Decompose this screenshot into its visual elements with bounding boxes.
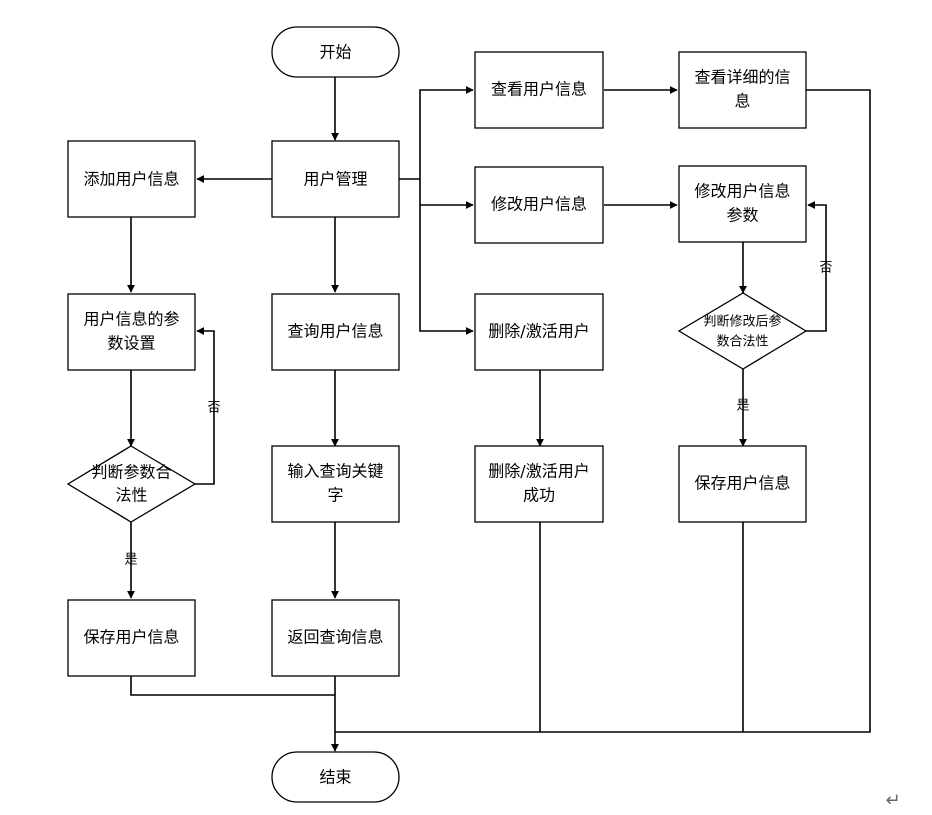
end-node: 结束 — [271, 751, 400, 803]
edge-user-mgmt-to-modify — [419, 179, 474, 209]
judge-right-node: 判断修改后参 数合法性 — [677, 292, 808, 370]
return-query-label: 返回查询信息 — [287, 628, 383, 647]
start-label: 开始 — [319, 43, 351, 62]
param-set-label-line1: 用户信息的参 — [83, 310, 179, 329]
start-node: 开始 — [271, 26, 400, 78]
modify-params-label-line1: 修改用户信息 — [694, 182, 790, 201]
edge-user-mgmt-to-delete — [419, 205, 474, 335]
param-set-label-line2: 数设置 — [107, 334, 155, 353]
edge-user-mgmt-to-view — [399, 86, 474, 180]
delete-activate-node: 删除/激活用户 — [474, 293, 604, 371]
view-detail-node: 查看详细的信 息 — [678, 51, 807, 129]
save-right-node: 保存用户信息 — [678, 445, 807, 523]
query-user-label: 查询用户信息 — [287, 322, 383, 341]
save-right-label: 保存用户信息 — [694, 474, 790, 493]
delete-success-node: 删除/激活用户 成功 — [474, 445, 604, 523]
judge-left-no-label: 否 — [207, 401, 220, 416]
modify-user-label: 修改用户信息 — [491, 195, 587, 214]
modify-params-node: 修改用户信息 参数 — [678, 165, 807, 243]
delete-success-label-line1: 删除/激活用户 — [488, 462, 589, 481]
edges — [127, 77, 871, 752]
delete-activate-label: 删除/激活用户 — [488, 322, 589, 341]
judge-right-label-line1: 判断修改后参 — [703, 314, 781, 330]
judge-left-label-line2: 法性 — [115, 486, 147, 505]
user-mgmt-label: 用户管理 — [303, 170, 367, 189]
input-keyword-label-line2: 字 — [327, 486, 343, 505]
judge-left-node: 判断参数合 法性 — [66, 445, 197, 523]
judge-left-label-line1: 判断参数合 — [91, 463, 171, 482]
user-mgmt-node: 用户管理 — [271, 140, 400, 218]
view-user-label: 查看用户信息 — [491, 80, 587, 99]
save-left-label: 保存用户信息 — [83, 628, 179, 647]
input-keyword-node: 输入查询关键 字 — [271, 445, 400, 523]
save-left-node: 保存用户信息 — [67, 599, 196, 677]
view-user-node: 查看用户信息 — [474, 51, 604, 129]
paragraph-mark-icon: ↵ — [885, 790, 900, 811]
input-keyword-label-line1: 输入查询关键 — [287, 462, 383, 481]
end-label: 结束 — [319, 768, 351, 787]
judge-right-yes-label: 是 — [736, 399, 749, 414]
return-query-node: 返回查询信息 — [271, 599, 400, 677]
query-user-node: 查询用户信息 — [271, 293, 400, 371]
view-detail-label-line1: 查看详细的信 — [694, 68, 790, 87]
view-detail-label-line2: 息 — [734, 92, 750, 111]
judge-right-no-label: 否 — [819, 261, 832, 276]
param-set-node: 用户信息的参 数设置 — [67, 293, 196, 371]
edge-detail-to-merge — [335, 89, 871, 733]
modify-params-label-line2: 参数 — [726, 206, 758, 225]
add-user-label: 添加用户信息 — [83, 170, 179, 189]
delete-success-label-line2: 成功 — [523, 486, 555, 505]
judge-left-yes-label: 是 — [124, 553, 137, 568]
edge-save-left-to-end — [130, 676, 335, 696]
edge-judge-right-no — [806, 201, 827, 332]
add-user-node: 添加用户信息 — [67, 140, 196, 218]
modify-user-node: 修改用户信息 — [474, 166, 604, 244]
judge-right-label-line2: 数合法性 — [716, 335, 768, 350]
edge-judge-left-no — [195, 327, 215, 485]
